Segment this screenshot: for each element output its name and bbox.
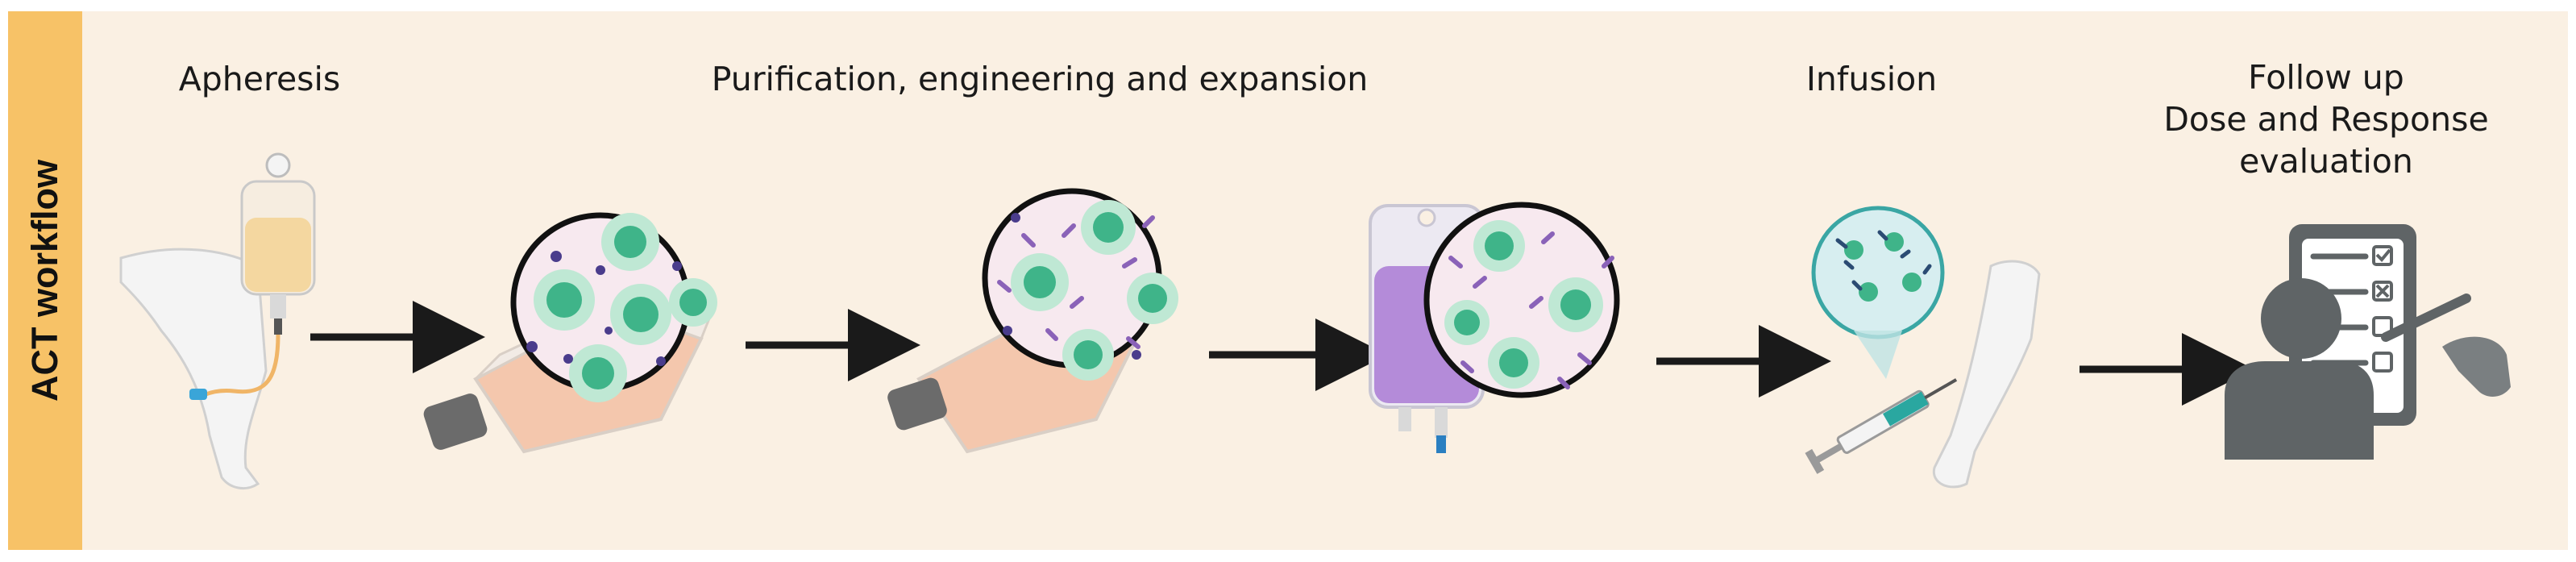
magnifier-cells-icon (510, 212, 717, 402)
diagram-panel (8, 11, 2568, 550)
magnifier-cells-icon (982, 188, 1178, 381)
iv-bag-icon (189, 152, 316, 401)
step-title-apheresis: Apheresis (179, 58, 341, 100)
step-title-line: evaluation (2239, 142, 2413, 181)
workflow-side-band (8, 11, 82, 550)
step-title-text: Infusion (1805, 60, 1938, 98)
syringe-icon (1805, 378, 1958, 474)
step-title-line: Dose and Response (2163, 100, 2489, 139)
step-title-text: Purification, engineering and expansion (711, 60, 1369, 98)
magnifier-cells-icon (1811, 206, 1945, 379)
person-icon (2225, 278, 2511, 460)
step-title-follow-up: Follow up Dose and Response evaluation (2163, 56, 2488, 182)
step-title-purification: Purification, engineering and expansion (712, 58, 1369, 100)
step-title-infusion: Infusion (1806, 58, 1937, 100)
magnifier-cells-icon (1423, 202, 1620, 398)
step-title-line: Follow up (2248, 58, 2404, 97)
step-title-text: Apheresis (178, 60, 341, 98)
arm-icon (119, 248, 268, 490)
arm-icon (1932, 260, 2041, 489)
